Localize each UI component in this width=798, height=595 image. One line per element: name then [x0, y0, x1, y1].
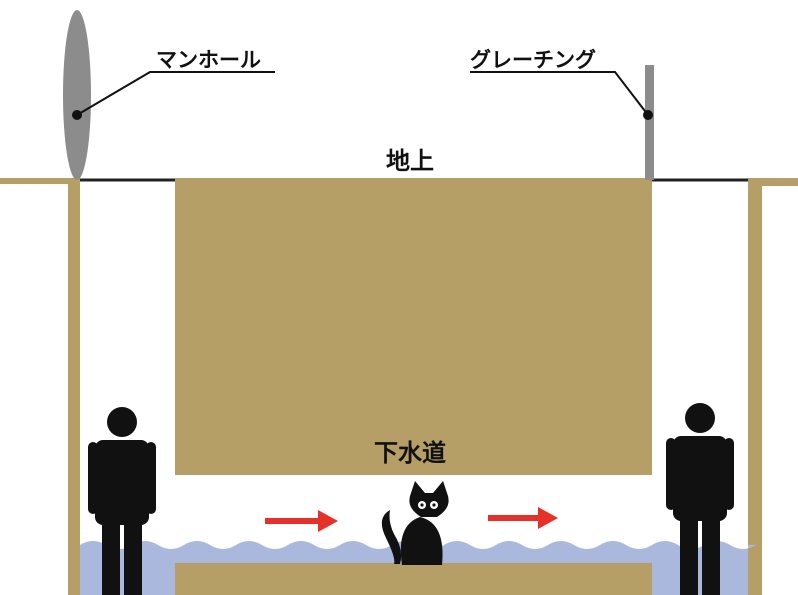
manhole-label: マンホール	[156, 48, 261, 72]
arrow-right-icon	[265, 510, 338, 532]
grating-leader-line	[470, 71, 649, 116]
ground-label: 地上	[386, 147, 434, 175]
manhole-cover	[63, 10, 91, 180]
earth-left-shaft	[68, 178, 80, 595]
sewer-label: 下水道	[374, 439, 446, 467]
earth-floor-block	[175, 563, 652, 595]
earth-center-block	[175, 178, 652, 475]
earth-right-shaft	[748, 178, 762, 595]
grating-label: グレーチング	[470, 48, 596, 72]
cat-icon	[381, 481, 449, 565]
earth-right-top	[748, 178, 798, 186]
grating-bar	[645, 65, 654, 180]
arrow-right-icon	[488, 507, 558, 529]
manhole-leader-line	[76, 71, 275, 116]
person-icon	[88, 407, 156, 595]
earth-left-wall	[0, 178, 80, 184]
person-icon	[666, 403, 734, 595]
